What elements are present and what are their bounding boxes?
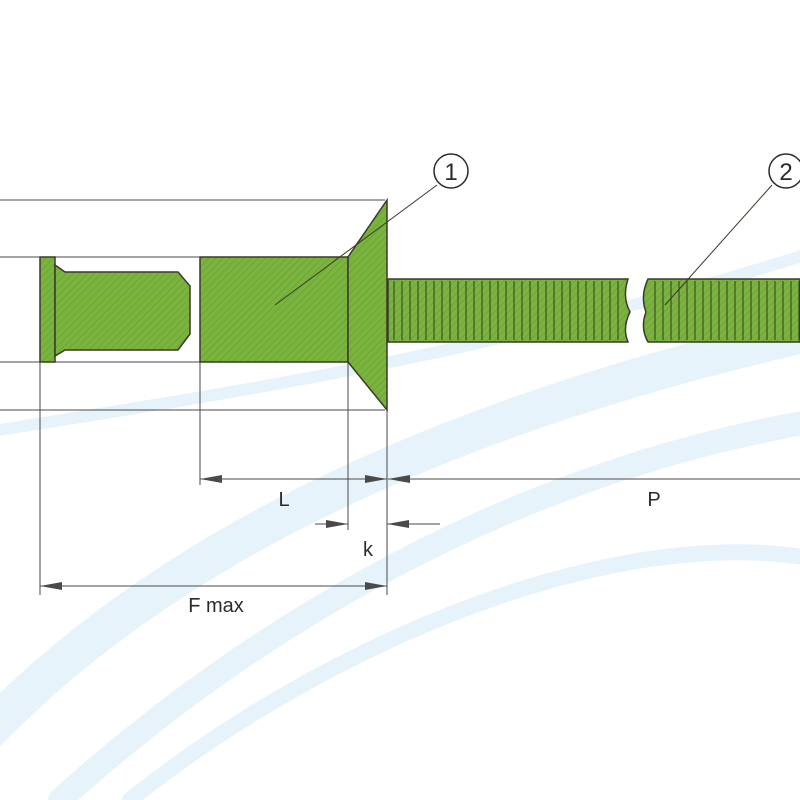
callout-1: 1	[433, 153, 469, 189]
rivet-countersunk-head	[347, 197, 388, 413]
mandrel-right-section	[642, 278, 800, 343]
rivet-shank	[199, 256, 349, 363]
dimension-label-L: L	[278, 489, 289, 511]
dimension-label-f-max: F max	[188, 595, 244, 617]
callout-2-number: 2	[779, 159, 792, 186]
mandrel-thread-lines	[393, 281, 800, 340]
callout-2: 2	[768, 153, 800, 189]
rivet-groove-section	[54, 263, 191, 358]
extension-lines	[0, 199, 388, 595]
rivet-end-flange	[39, 256, 56, 363]
dimension-label-k: k	[363, 539, 374, 561]
callout-1-number: 1	[444, 159, 457, 186]
dimension-lines	[40, 475, 800, 590]
leader-lines	[274, 184, 773, 306]
rivet-body	[39, 197, 388, 413]
dimension-label-P: P	[647, 489, 660, 511]
